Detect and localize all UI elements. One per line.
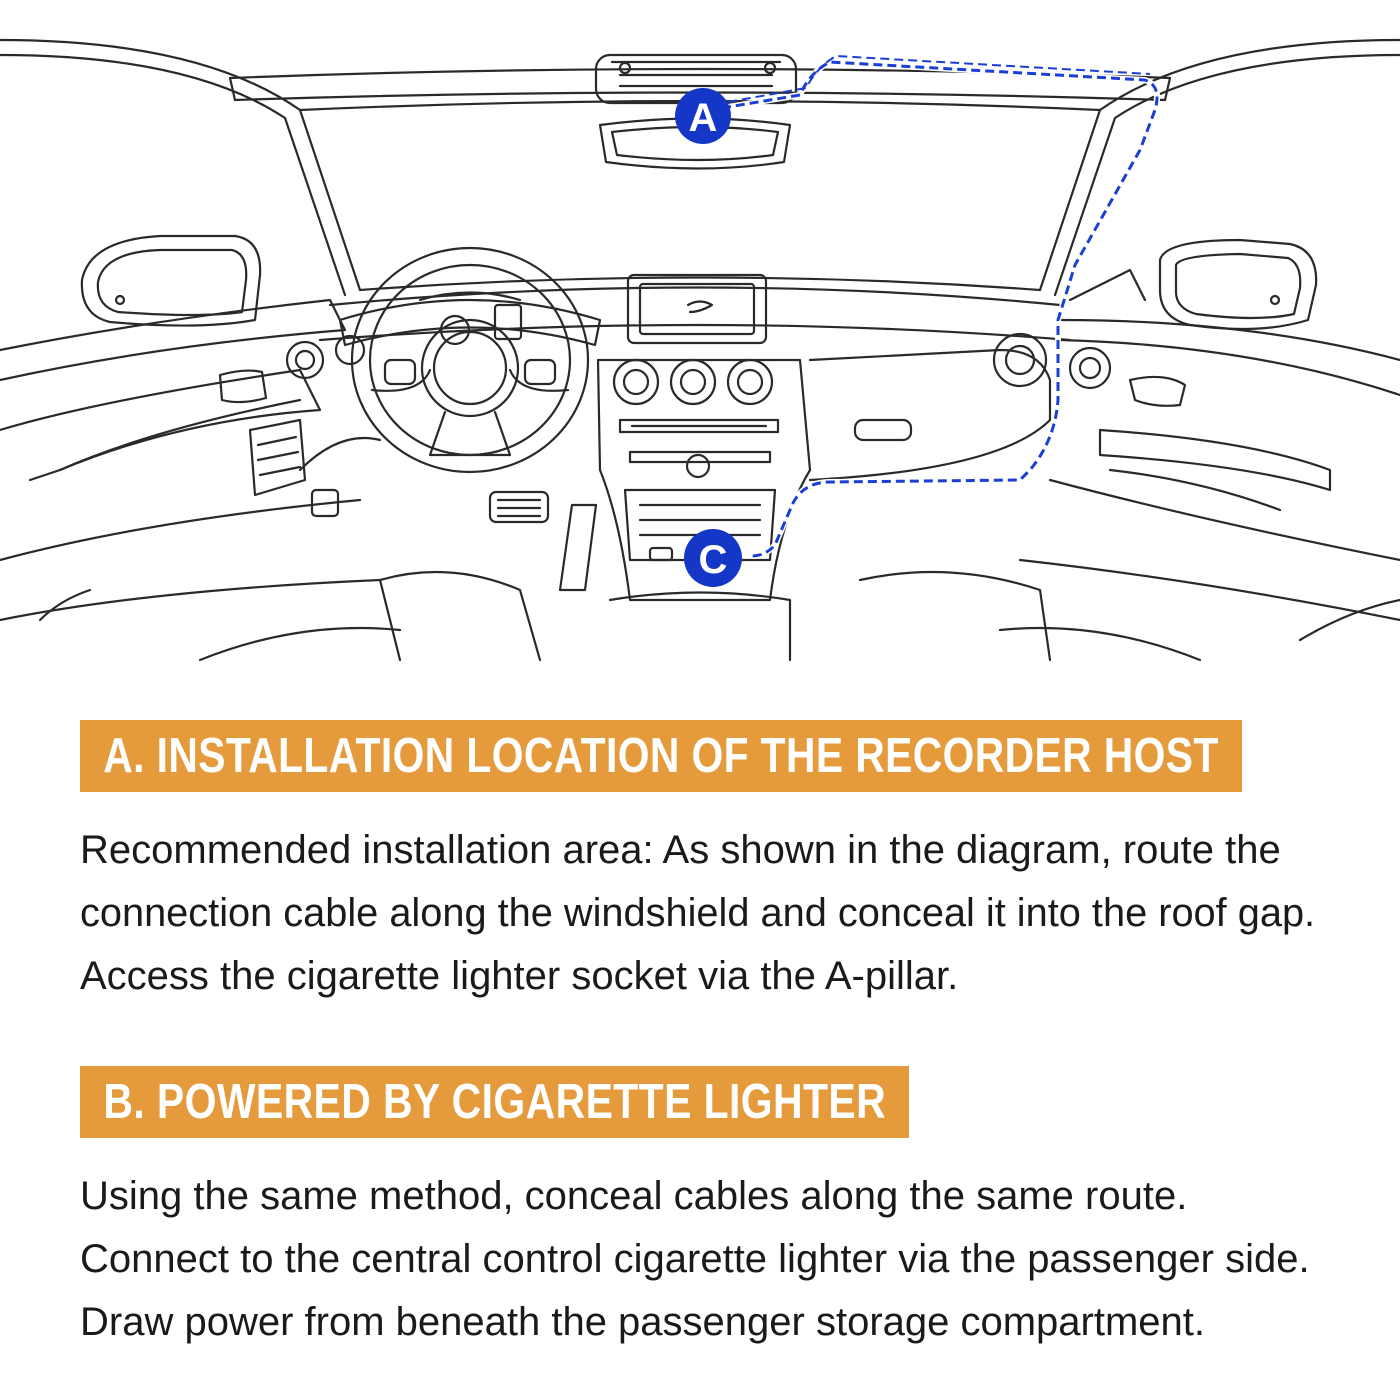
marker-c: C — [684, 529, 742, 587]
seats — [198, 570, 1202, 662]
section-b-text: Using the same method, conceal cables al… — [80, 1165, 1340, 1354]
section-b-heading: B. POWERED BY CIGARETTE LIGHTER — [80, 1066, 909, 1138]
right-door — [1018, 238, 1400, 642]
infotainment-screen — [626, 273, 768, 345]
section-a-heading: A. INSTALLATION LOCATION OF THE RECORDER… — [80, 720, 1242, 792]
marker-c-label: C — [699, 538, 728, 582]
section-b-line-2: Connect to the central control cigarette… — [80, 1237, 1310, 1281]
section-a-line-3: Access the cigarette lighter socket via … — [80, 954, 959, 998]
cable-route — [721, 54, 1160, 559]
section-a-line-1: Recommended installation area: As shown … — [80, 828, 1281, 872]
steering-wheel — [350, 246, 590, 474]
pedals — [488, 490, 598, 592]
instrument-cluster — [334, 298, 602, 366]
dashboard — [298, 286, 1072, 482]
marker-a: A — [675, 88, 731, 144]
left-door — [0, 234, 402, 662]
section-a-line-2: connection cable along the windshield an… — [80, 891, 1316, 935]
section-a-text: Recommended installation area: As shown … — [80, 819, 1340, 1008]
car-interior-diagram: A C — [0, 38, 1400, 662]
section-b-line-3: Draw power from beneath the passenger st… — [80, 1300, 1206, 1344]
marker-a-label: A — [689, 96, 718, 140]
section-b-line-1: Using the same method, conceal cables al… — [80, 1174, 1188, 1218]
